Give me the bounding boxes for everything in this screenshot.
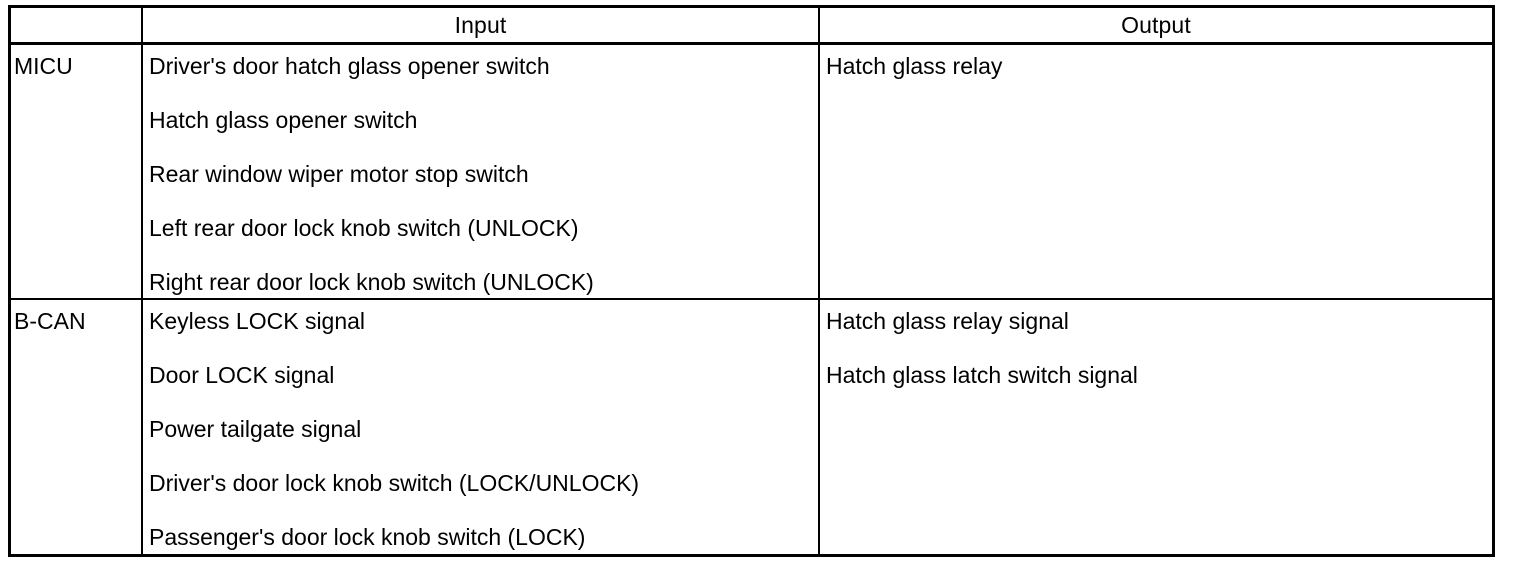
list-item: Left rear door lock knob switch (UNLOCK)	[149, 215, 579, 241]
column-header-input: Input	[143, 8, 820, 42]
list-item: Keyless LOCK signal	[149, 308, 366, 334]
input-list-bcan: Keyless LOCK signal Door LOCK signal Pow…	[149, 306, 818, 576]
list-item: Rear window wiper motor stop switch	[149, 161, 529, 187]
list-item: Hatch glass latch switch signal	[826, 362, 1138, 388]
cell-source-micu: MICU	[11, 45, 143, 298]
page-root: Input Output MICU Driver's door hatch gl…	[8, 5, 1495, 557]
source-label: B-CAN	[14, 308, 86, 334]
table-body: MICU Driver's door hatch glass opener sw…	[11, 45, 1492, 554]
list-item: Door LOCK signal	[149, 362, 335, 388]
cell-input-micu: Driver's door hatch glass opener switch …	[143, 45, 820, 298]
cell-output-micu: Hatch glass relay	[820, 45, 1492, 298]
table-header-row: Input Output	[11, 8, 1492, 45]
list-item: Driver's door hatch glass opener switch	[149, 53, 550, 79]
source-label: MICU	[14, 53, 73, 79]
cell-output-bcan: Hatch glass relay signal Hatch glass lat…	[820, 300, 1492, 554]
output-list-micu: Hatch glass relay	[826, 51, 1492, 105]
list-item: Right rear door lock knob switch (UNLOCK…	[149, 269, 594, 295]
input-list-micu: Driver's door hatch glass opener switch …	[149, 51, 818, 321]
list-item: Hatch glass opener switch	[149, 107, 418, 133]
column-header-output: Output	[1121, 11, 1191, 38]
column-header-source	[11, 8, 143, 42]
list-item: Power tailgate signal	[149, 416, 362, 442]
list-item: Hatch glass relay signal	[826, 308, 1069, 334]
cell-input-bcan: Keyless LOCK signal Door LOCK signal Pow…	[143, 300, 820, 554]
list-item: Driver's door lock knob switch (LOCK/UNL…	[149, 470, 640, 496]
table-row: MICU Driver's door hatch glass opener sw…	[11, 45, 1492, 300]
list-item: Passenger's door lock knob switch (LOCK)	[149, 524, 586, 550]
table-row: B-CAN Keyless LOCK signal Door LOCK sign…	[11, 300, 1492, 554]
output-list-bcan: Hatch glass relay signal Hatch glass lat…	[826, 306, 1492, 414]
input-output-table: Input Output MICU Driver's door hatch gl…	[8, 5, 1495, 557]
cell-source-bcan: B-CAN	[11, 300, 143, 554]
list-item: Hatch glass relay	[826, 53, 1003, 79]
